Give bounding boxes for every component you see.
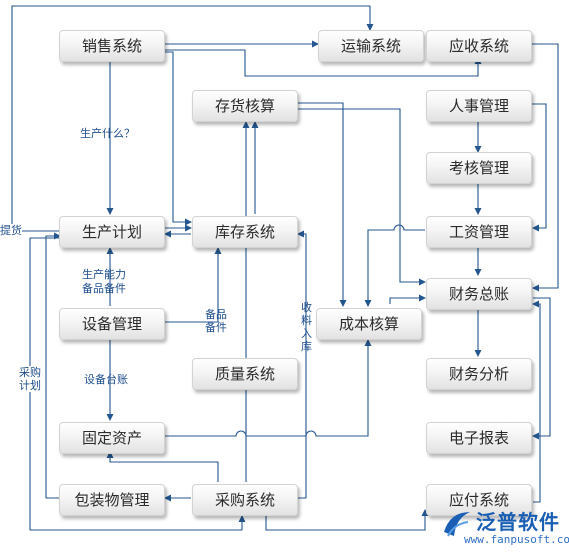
node-e-report[interactable]: 电子报表 <box>426 422 532 454</box>
node-hr[interactable]: 人事管理 <box>426 90 532 122</box>
node-stock[interactable]: 库存系统 <box>192 216 298 248</box>
connector-sales-receivable <box>165 49 482 77</box>
logo-name: 泛普软件 <box>476 510 560 534</box>
logo-url: www.fanpusoft.com <box>464 533 569 546</box>
label-spare-parts: 备品备件 <box>203 308 229 334</box>
node-ledger[interactable]: 财务总账 <box>426 278 532 310</box>
connector-hr-salary <box>531 103 547 232</box>
connector-inv-ledger <box>297 108 426 286</box>
connector-sales-stock <box>165 51 192 226</box>
connector-receivable-ledger <box>531 43 559 292</box>
node-receivable[interactable]: 应收系统 <box>426 30 532 62</box>
connector-ledger-report <box>532 297 551 440</box>
node-cost-accounting[interactable]: 成本核算 <box>316 308 422 340</box>
node-equipment[interactable]: 设备管理 <box>59 308 165 340</box>
label-equipment-ledger: 设备台账 <box>84 373 128 386</box>
node-payable[interactable]: 应付系统 <box>426 484 532 516</box>
connector-cost-ledger <box>389 294 426 304</box>
label-what-to-produce: 生产什么？ <box>80 127 135 140</box>
connector-inv-cost <box>297 102 347 307</box>
node-purchasing[interactable]: 采购系统 <box>192 484 298 516</box>
connector-purch-assets <box>106 451 219 482</box>
label-spare-parts-text: 备品备件 <box>205 308 227 334</box>
label-receive-stock: 收料入库 <box>301 301 312 353</box>
label-capacity-line1: 生产能力 <box>82 268 126 281</box>
connector-purch-stock <box>296 230 307 499</box>
label-capacity-line2: 备品备件 <box>82 282 126 295</box>
connector-salary-cost <box>364 224 425 307</box>
node-production-plan[interactable]: 生产计划 <box>59 216 165 248</box>
node-salary[interactable]: 工资管理 <box>426 216 532 248</box>
node-sales[interactable]: 销售系统 <box>59 30 165 62</box>
connector-purchase-plan <box>29 237 246 531</box>
node-packaging[interactable]: 包装物管理 <box>59 484 165 516</box>
label-purchase-plan: 采购计划 <box>16 366 44 392</box>
node-financial-analysis[interactable]: 财务分析 <box>426 358 532 390</box>
node-transport[interactable]: 运输系统 <box>318 30 424 62</box>
connector-pack-plan <box>45 232 61 499</box>
connector-equip-stock <box>165 247 222 323</box>
node-inventory-accounting[interactable]: 存货核算 <box>192 90 298 122</box>
connector-payable-ledger <box>532 300 541 503</box>
connector-purch-payable <box>265 509 429 531</box>
fanpu-logo-icon <box>444 512 470 537</box>
label-pickup: 提货 <box>0 224 22 237</box>
node-quality[interactable]: 质量系统 <box>192 358 298 390</box>
connector-pickup <box>11 5 374 232</box>
node-appraisal[interactable]: 考核管理 <box>426 152 532 184</box>
brand-logo: 泛普软件 www.fanpusoft.com <box>440 506 569 546</box>
node-fixed-assets[interactable]: 固定资产 <box>59 422 165 454</box>
label-purchase-plan-text: 采购计划 <box>19 366 41 392</box>
